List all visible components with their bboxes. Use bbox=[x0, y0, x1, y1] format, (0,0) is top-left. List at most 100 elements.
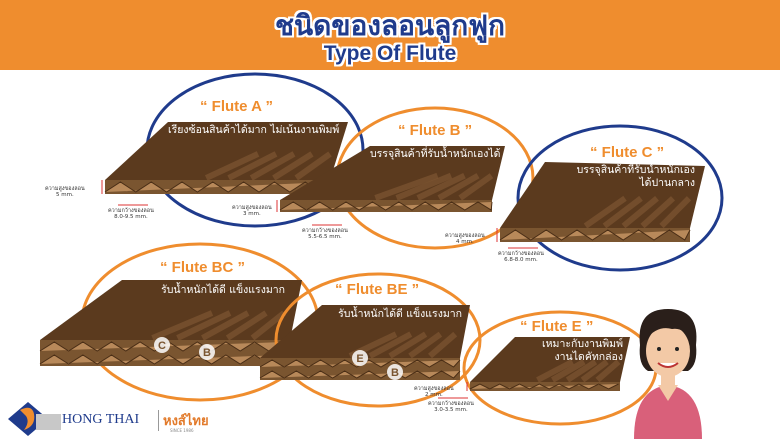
caption-line: เรียงซ้อนสินค้าได้มาก ไม่เน้นงานพิมพ์ bbox=[168, 124, 340, 136]
flute-bc-stripe bbox=[225, 310, 268, 341]
flute-a-stripe bbox=[227, 151, 278, 181]
flute-badge-circle bbox=[154, 337, 170, 353]
flute-be-caption: รับน้ำหนักได้ดี แข็งแรงมาก bbox=[322, 308, 462, 321]
flute-be-stripe bbox=[368, 331, 413, 359]
flute-be-stripe bbox=[428, 331, 458, 359]
caption-line: เหมาะกับงานพิมพ์ bbox=[542, 338, 623, 350]
flute-be-corrugation bbox=[259, 370, 461, 379]
flute-bc-stripe bbox=[250, 310, 286, 341]
height-value: 2 mm. bbox=[425, 392, 443, 398]
height-caption: ความสูงของลอน bbox=[232, 205, 272, 211]
flute-c-stripe bbox=[602, 195, 643, 229]
flute-be-title: “ Flute BE ” bbox=[335, 281, 420, 298]
flute-b-corrugation bbox=[279, 201, 493, 211]
flute-e-title: “ Flute E ” bbox=[520, 318, 594, 335]
flute-c-stripe bbox=[621, 195, 659, 229]
flute-badge-circle bbox=[387, 364, 403, 380]
page-title-thai: ชนิดของลอนลูกฟูก bbox=[275, 9, 505, 42]
caption-line: บรรจุสินค้าที่รับน้ำหนักเองได้ bbox=[370, 148, 501, 160]
header-banner: ชนิดของลอนลูกฟูก Type Of Flute bbox=[0, 0, 780, 73]
logo-name-thai: หงส์ไทย bbox=[158, 410, 209, 431]
width-caption: ความกว้างของลอน bbox=[428, 401, 474, 407]
flute-be-stripe bbox=[388, 331, 428, 359]
flute-c-stripe bbox=[659, 196, 692, 229]
flute-a-title: “ Flute A ” bbox=[200, 98, 274, 115]
caption-line: บรรจุสินค้าที่รับน้ำหนักเอง bbox=[576, 164, 695, 176]
page-title-english: Type Of Flute bbox=[323, 42, 457, 65]
caption-line: ได้ปานกลาง bbox=[639, 177, 695, 189]
flute-c-corrugation bbox=[499, 229, 691, 241]
flute-be-arc bbox=[274, 272, 482, 408]
width-caption: ความกว้างของลอน bbox=[498, 251, 544, 257]
flute-be-stripe bbox=[408, 331, 443, 359]
flute-c-title: “ Flute C ” bbox=[590, 144, 665, 161]
flute-bc-title: “ Flute BC ” bbox=[160, 259, 245, 276]
flute-bc-stripe bbox=[176, 310, 232, 341]
flute-bc-corrugation bbox=[39, 354, 284, 365]
width-caption: ความกว้างของลอน bbox=[108, 208, 154, 214]
height-caption: ความสูงของลอน bbox=[414, 386, 454, 392]
flute-b-stripe bbox=[395, 172, 453, 201]
flute-badge-letter: E bbox=[356, 353, 363, 365]
flute-e-stripe bbox=[595, 359, 621, 383]
flute-a-caption: เรียงซ้อนสินค้าได้มาก ไม่เน้นงานพิมพ์ bbox=[168, 124, 340, 137]
flute-c-stripe bbox=[640, 196, 676, 229]
woman-illustration bbox=[634, 309, 702, 439]
logo-name-english: HONG THAI bbox=[62, 412, 140, 427]
height-caption: ความสูงของลอน bbox=[45, 186, 85, 192]
flute-a-stripe bbox=[272, 151, 314, 181]
flute-b-stripe bbox=[458, 173, 494, 201]
height-value: 5 mm. bbox=[56, 192, 74, 198]
height-caption: ความสูงของลอน bbox=[445, 233, 485, 239]
width-value: 6.8-8.0 mm. bbox=[504, 257, 538, 263]
flute-badge-circle bbox=[352, 350, 368, 366]
flute-b-title: “ Flute B ” bbox=[398, 122, 473, 139]
flute-badge-circle bbox=[199, 344, 215, 360]
flute-b-caption: บรรจุสินค้าที่รับน้ำหนักเองได้ bbox=[370, 148, 500, 161]
flute-a-stripe bbox=[249, 151, 296, 181]
flute-e-caption: เหมาะกับงานพิมพ์งานไดคัทกล่อง bbox=[515, 338, 623, 364]
flute-bc-stripe bbox=[201, 310, 250, 341]
flute-e-stripe bbox=[580, 359, 609, 383]
flute-c-arc bbox=[516, 124, 724, 272]
caption-line: รับน้ำหนักได้ดี แข็งแรงมาก bbox=[338, 308, 462, 320]
width-value: 5.5-6.5 mm. bbox=[308, 234, 342, 240]
flute-b-stripe bbox=[374, 172, 439, 201]
flute-a-top-face bbox=[105, 122, 348, 180]
width-value: 3.0-3.5 mm. bbox=[434, 407, 468, 413]
flute-e-corrugation bbox=[469, 383, 619, 390]
flute-bc-caption: รับน้ำหนักได้ดี แข็งแรงมาก bbox=[125, 284, 285, 297]
flute-b-stripe bbox=[416, 172, 466, 201]
width-caption: ความกว้างของลอน bbox=[302, 228, 348, 234]
caption-line: งานไดคัทกล่อง bbox=[554, 351, 623, 363]
swan-logo-icon bbox=[8, 402, 61, 436]
logo-since: SINCE 1986 bbox=[170, 428, 194, 433]
height-value: 4 mm. bbox=[456, 239, 474, 245]
flute-badge-letter: C bbox=[158, 340, 166, 352]
flute-e-stripe bbox=[565, 359, 598, 383]
flute-e-stripe bbox=[550, 359, 586, 383]
flute-c-stripe bbox=[583, 195, 627, 229]
width-value: 8.0-9.5 mm. bbox=[114, 214, 148, 220]
flute-b-stripe bbox=[437, 173, 480, 201]
flute-e-stripe bbox=[536, 359, 574, 383]
flute-a-corrugation bbox=[104, 181, 331, 193]
caption-line: รับน้ำหนักได้ดี แข็งแรงมาก bbox=[161, 284, 285, 296]
flute-bc-stripe bbox=[151, 310, 214, 341]
height-value: 3 mm. bbox=[243, 211, 261, 217]
flute-a-stripe bbox=[294, 151, 332, 181]
flute-badge-letter: B bbox=[203, 347, 211, 359]
flute-a-stripe bbox=[204, 151, 260, 181]
flute-c-top-face bbox=[500, 162, 705, 228]
flute-badge-letter: B bbox=[391, 367, 399, 379]
flute-bc-top-face bbox=[40, 280, 302, 340]
